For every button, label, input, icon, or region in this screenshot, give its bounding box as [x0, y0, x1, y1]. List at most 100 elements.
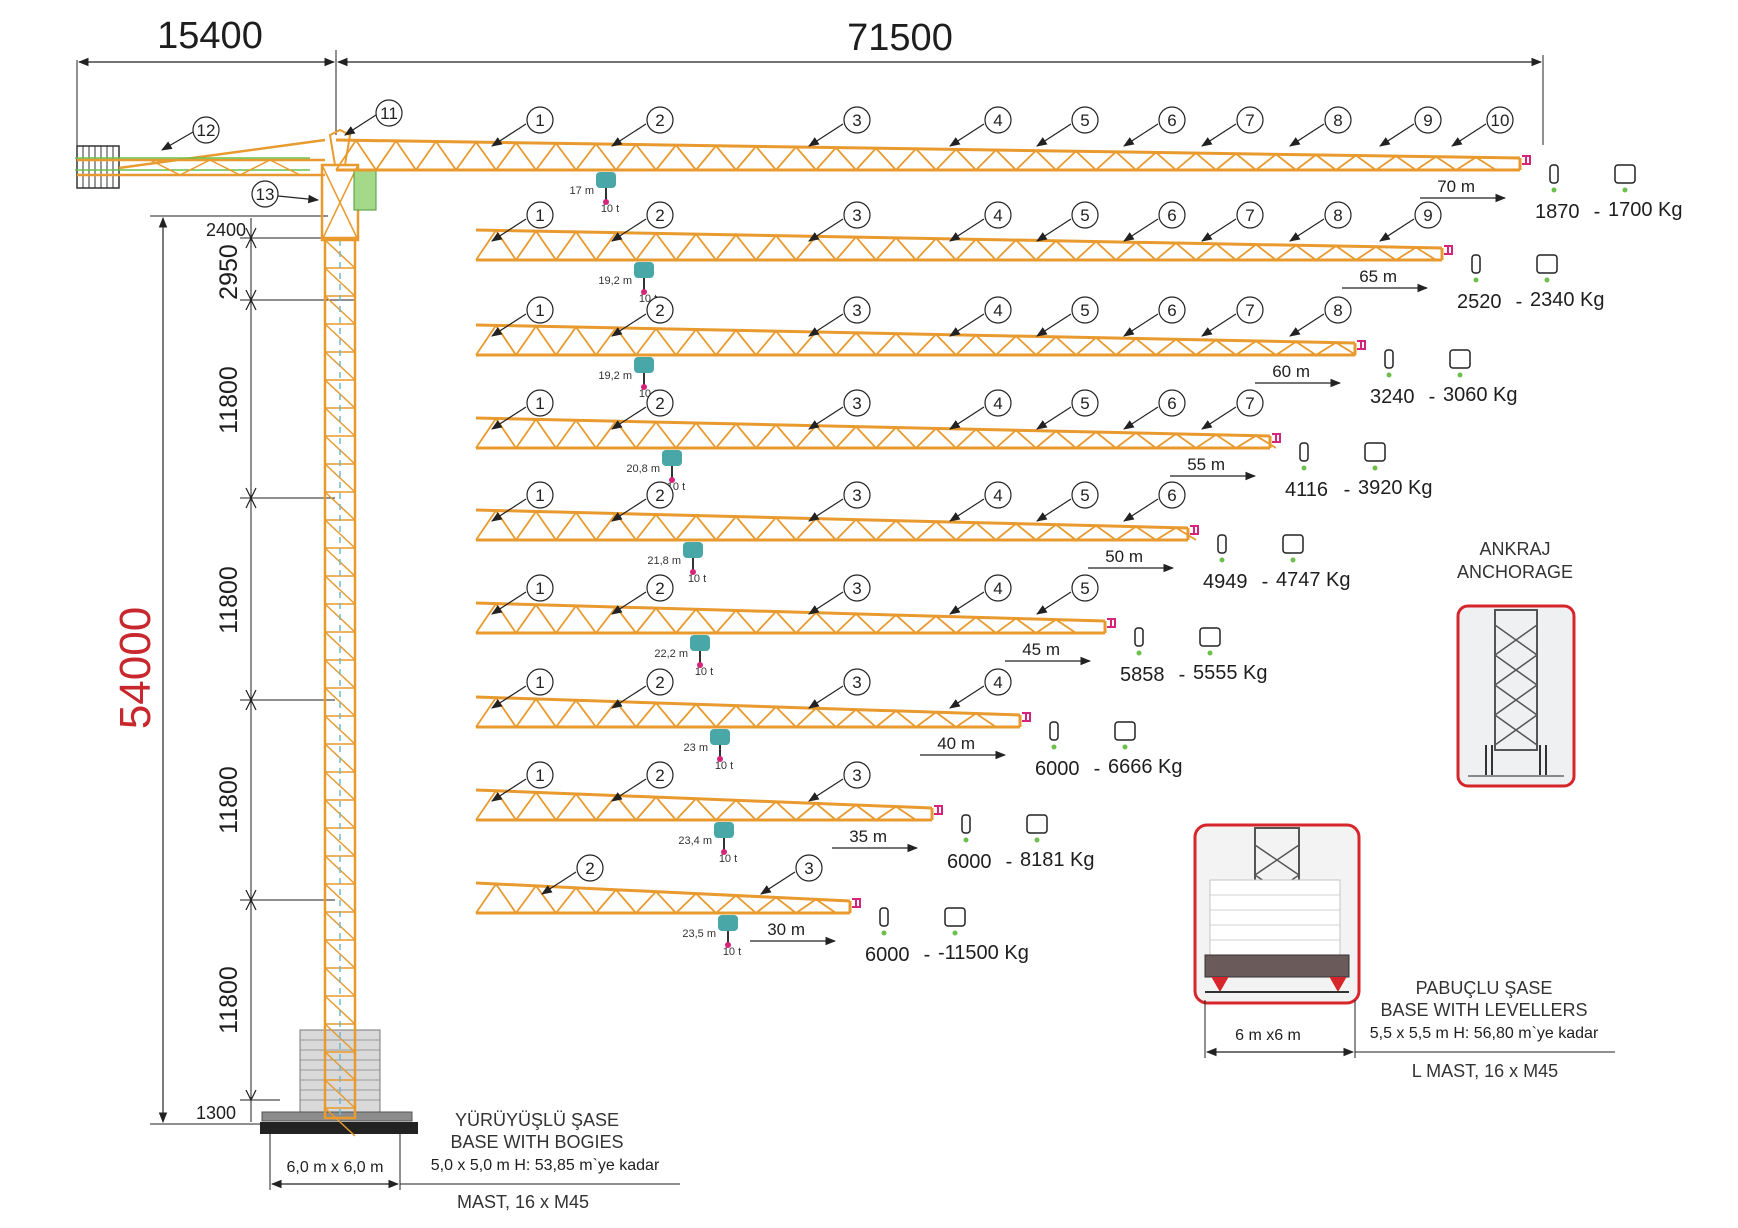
section-callout: 2 [655, 486, 664, 505]
jib-length: 65 m [1359, 267, 1397, 286]
section-callout: 3 [852, 111, 861, 130]
section-callout: 3 [852, 766, 861, 785]
section-callout: 2 [655, 673, 664, 692]
bogie-base-size: 6,0 m x 6,0 m [287, 1159, 384, 1176]
section-callout: 1 [535, 301, 544, 320]
section-callout: 6 [1167, 486, 1176, 505]
mast-section-dimension-1: 11800 [215, 366, 243, 434]
load-double-fall: 3920 Kg [1358, 477, 1433, 499]
section-callout: 1 [535, 111, 544, 130]
section-callout: 8 [1333, 206, 1342, 225]
load-single-fall: 3240 [1370, 386, 1415, 408]
jib-length: 55 m [1187, 455, 1225, 474]
hook-distance: 23 m [684, 742, 708, 754]
top-callouts: 12 11 13 [161, 99, 403, 208]
load-separator: - [1262, 571, 1269, 593]
hook-distance: 23,5 m [682, 928, 716, 940]
hook-capacity: 10 t [715, 760, 733, 772]
load-separator: - [1516, 291, 1523, 313]
load-single-fall: 4116 [1285, 479, 1328, 501]
section-callout: 3 [852, 206, 861, 225]
hook-distance: 20,8 m [626, 463, 660, 475]
section-callout: 3 [852, 673, 861, 692]
jib-length: 70 m [1437, 177, 1475, 196]
section-callout: 1 [535, 673, 544, 692]
section-callout: 6 [1167, 111, 1176, 130]
load-double-fall: -11500 Kg [938, 942, 1029, 964]
section-callout: 2 [585, 859, 594, 878]
leveller-base-mast: L MAST, 16 x M45 [1412, 1061, 1558, 1081]
load-separator: - [1429, 386, 1436, 408]
section-callout: 4 [993, 486, 1002, 505]
top-section-dimension: 2400 [206, 220, 246, 240]
section-callout: 3 [852, 394, 861, 413]
section-callout: 6 [1167, 301, 1176, 320]
load-double-fall: 2340 Kg [1530, 289, 1605, 311]
bogie-base-block: YÜRÜYÜŞLÜ ŞASE BASE WITH BOGIES 5,0 x 5,… [269, 1110, 680, 1212]
section-callout: 3 [852, 301, 861, 320]
section-callout: 9 [1423, 206, 1432, 225]
load-double-fall: 4747 Kg [1276, 569, 1351, 591]
load-single-fall: 5858 [1120, 664, 1165, 686]
load-double-fall: 5555 Kg [1193, 662, 1268, 684]
load-separator: - [924, 944, 931, 966]
section-callout: 4 [993, 394, 1002, 413]
jib-length: 30 m [767, 920, 805, 939]
load-double-fall: 8181 Kg [1020, 849, 1095, 871]
jib-length: 40 m [937, 734, 975, 753]
callout-12: 12 [197, 121, 216, 140]
load-single-fall: 6000 [1035, 758, 1080, 780]
anchorage-title-en: ANCHORAGE [1457, 562, 1573, 582]
section-callout: 3 [804, 859, 813, 878]
jib-length: 35 m [849, 827, 887, 846]
load-separator: - [1094, 758, 1101, 780]
section-callout: 7 [1245, 206, 1254, 225]
hook-distance: 23,4 m [678, 835, 712, 847]
crane-tower [75, 128, 418, 1137]
section-callout: 4 [993, 111, 1002, 130]
load-single-fall: 6000 [865, 944, 910, 966]
section-callout: 3 [852, 486, 861, 505]
load-double-fall: 3060 Kg [1443, 384, 1518, 406]
callout-11: 11 [380, 104, 398, 123]
section-callout: 5 [1080, 394, 1089, 413]
counter-jib-dimension: 15400 [157, 15, 263, 57]
bogie-base-title-en: BASE WITH BOGIES [450, 1132, 623, 1152]
section-callout: 10 [1491, 111, 1510, 130]
load-single-fall: 1870 [1535, 201, 1580, 223]
hook-capacity: 10 t [601, 203, 619, 215]
hook-distance: 22,2 m [654, 648, 688, 660]
leveller-base-spec: 5,5 x 5,5 m H: 56,80 m`ye kadar [1370, 1025, 1599, 1042]
load-single-fall: 2520 [1457, 291, 1502, 313]
jib-length: 45 m [1022, 640, 1060, 659]
load-separator: - [1006, 851, 1013, 873]
load-single-fall: 6000 [947, 851, 992, 873]
load-separator: - [1179, 664, 1186, 686]
section-callout: 5 [1080, 486, 1089, 505]
load-single-fall: 4949 [1203, 571, 1248, 593]
hook-capacity: 10 t [719, 853, 737, 865]
load-separator: - [1344, 479, 1351, 501]
section-callout: 2 [655, 394, 664, 413]
jib-dimension: 71500 [847, 17, 953, 59]
height-dimensions: 54000 2400 2950 11800 11800 11800 11800 … [111, 215, 390, 1125]
top-dimensions: 15400 71500 [76, 15, 1544, 150]
bogie-base-title-tr: YÜRÜYÜŞLÜ ŞASE [455, 1110, 619, 1130]
leveller-base-title-tr: PABUÇLU ŞASE [1416, 978, 1553, 998]
section-callout: 9 [1423, 111, 1432, 130]
section-callout: 4 [993, 206, 1002, 225]
total-height-dimension: 54000 [111, 607, 160, 729]
hook-capacity: 10 t [723, 946, 741, 958]
leveller-base-block: 6 m x6 m PABUÇLU ŞASE BASE WITH LEVELLER… [1193, 823, 1615, 1081]
section-callout: 2 [655, 579, 664, 598]
hook-capacity: 10 t [695, 666, 713, 678]
bogie-base-mast: MAST, 16 x M45 [457, 1192, 589, 1212]
